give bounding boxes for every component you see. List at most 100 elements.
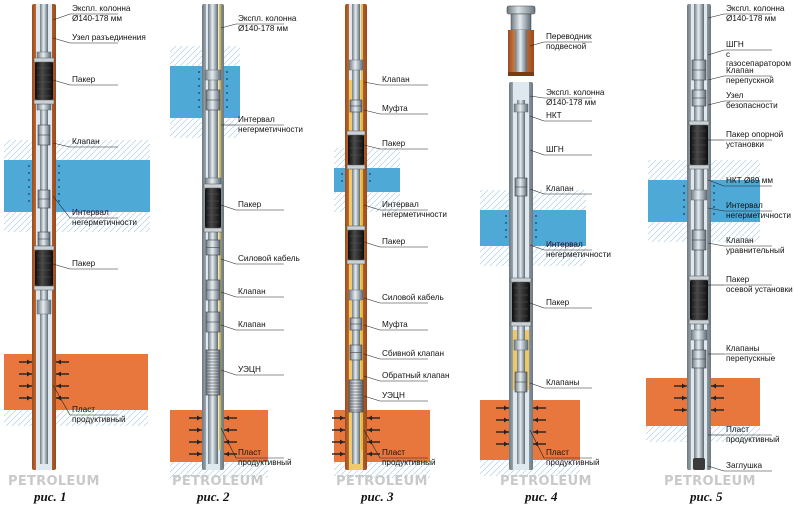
brand-logo-2: PETROLEUM — [172, 474, 264, 489]
leak-dot-2 — [226, 92, 228, 94]
inflow-arrow-head-5 — [712, 383, 716, 389]
coupling-1 — [36, 103, 52, 111]
callout-label-3-9: Обратный клапан — [382, 371, 450, 380]
leak-dot-3 — [341, 173, 343, 175]
packer-ring-bottom-5 — [688, 164, 710, 170]
callout-label-1-6: Пакер — [72, 259, 96, 268]
packer-ring-bottom-5 — [688, 319, 710, 325]
packer-1 — [35, 250, 53, 286]
inflow-arrow-head-3 — [340, 427, 344, 433]
packer-ring-top-1 — [33, 57, 55, 63]
leader-line-2-6 — [220, 324, 237, 331]
callout-label-5-8: Клапан уравнительный — [726, 236, 785, 255]
leak-dot-2 — [226, 71, 228, 73]
inflow-arrow-head-5 — [712, 407, 716, 413]
leader-line-5-4 — [707, 100, 725, 106]
leak-dot-3 — [369, 180, 371, 182]
callout-label-1-2: Узел разъединения — [72, 33, 146, 42]
callout-label-3-1: Клапан — [382, 75, 410, 84]
callout-label-3-11: Пласт продуктивный — [382, 448, 436, 467]
leader-line-5-8 — [707, 242, 725, 247]
leak-dot-1 — [58, 193, 60, 195]
leak-dot-1 — [58, 179, 60, 181]
leak-dot-2 — [226, 85, 228, 87]
leak-dot-3 — [369, 173, 371, 175]
leader-line-1-7 — [52, 384, 71, 416]
leader-line-4-2 — [529, 95, 545, 99]
callout-label-3-5: Пакер — [382, 237, 406, 246]
packer-ring-top-3 — [346, 225, 366, 231]
inflow-arrow-head-3 — [340, 415, 344, 421]
leader-line-4-5 — [529, 188, 545, 195]
callout-label-5-1: Экспл. колонна Ø140-178 мм — [726, 4, 785, 23]
brand-logo-1: PETROLEUM — [8, 474, 100, 489]
leader-line-1-2 — [52, 37, 71, 44]
leak-dot-5 — [683, 199, 685, 201]
leak-dot-5 — [713, 213, 715, 215]
leak-dot-5 — [713, 192, 715, 194]
callout-label-2-8: Пласт продуктивный — [238, 448, 292, 467]
hanger-sub-rim — [508, 72, 534, 76]
callout-label-2-6: Клапан — [238, 320, 266, 329]
leader-line-2-1 — [220, 23, 237, 29]
leak-dot-4 — [505, 222, 507, 224]
coupling-4 — [513, 103, 529, 113]
packer-ring-top-3 — [346, 130, 366, 136]
inflow-arrow-head-4 — [504, 429, 508, 435]
callout-label-3-2: Муфта — [382, 104, 408, 113]
callout-label-5-3: Клапан перепускной — [726, 66, 774, 85]
coupling-4 — [513, 339, 529, 351]
callout-label-4-6: Интервал негерметичности — [546, 240, 611, 259]
brand-logo-4: PETROLEUM — [500, 474, 592, 489]
inflow-arrow-head-1 — [27, 395, 31, 401]
figure-caption-5: рис. 5 — [690, 489, 723, 504]
leader-line-3-7 — [363, 324, 381, 331]
callout-label-4-7: Пакер — [546, 298, 570, 307]
leader-line-3-5 — [363, 241, 381, 248]
esp-pump-2 — [205, 349, 221, 396]
leader-line-4-7 — [529, 302, 545, 309]
leak-dot-4 — [535, 236, 537, 238]
callout-label-3-6: Силовой кабель — [382, 293, 444, 302]
leak-dot-5 — [683, 213, 685, 215]
well-2 — [189, 4, 237, 470]
leak-dot-5 — [713, 206, 715, 208]
callout-label-5-12: Заглушка — [726, 461, 763, 470]
inflow-arrow-head-5 — [682, 407, 686, 413]
packer-ring-top-1 — [33, 245, 55, 251]
inflow-arrow-head-3 — [368, 427, 372, 433]
callout-label-2-5: Клапан — [238, 287, 266, 296]
hanger-flange — [506, 5, 536, 15]
well-1 — [19, 4, 69, 470]
leader-line-2-4 — [220, 258, 237, 265]
leader-line-3-3 — [363, 144, 381, 150]
callout-label-5-10: Клапаны перепускные — [726, 344, 776, 363]
leak-dot-3 — [341, 180, 343, 182]
callout-label-5-4: Узел безопасности — [726, 91, 778, 110]
packer-ring-top-2 — [203, 183, 223, 189]
packer-ring-bottom-1 — [33, 99, 55, 105]
callout-label-5-7: Интервал негерметичности — [726, 201, 791, 220]
callout-label-4-2: Экспл. колонна Ø140-178 мм — [546, 88, 605, 107]
leak-dot-4 — [505, 236, 507, 238]
inflow-arrow-head-3 — [340, 439, 344, 445]
callout-label-4-4: ШГН — [546, 145, 564, 154]
leak-dot-4 — [505, 215, 507, 217]
callout-label-3-3: Пакер — [382, 139, 406, 148]
callout-label-5-6: НКТ Ø89 мм — [726, 176, 773, 185]
inflow-arrow-head-2 — [225, 451, 229, 457]
inflow-arrow-head-1 — [57, 371, 61, 377]
callout-label-4-5: Клапан — [546, 184, 574, 193]
leader-line-1-3 — [52, 79, 71, 86]
well-4 — [496, 5, 546, 470]
callout-label-5-9: Пакер осевой установки — [726, 275, 793, 294]
callout-label-1-7: Пласт продуктивный — [72, 405, 126, 424]
leak-dot-1 — [58, 200, 60, 202]
packer-1 — [35, 62, 53, 100]
leader-line-3-2 — [363, 109, 381, 115]
inflow-arrow-head-2 — [225, 427, 229, 433]
leak-dot-2 — [226, 99, 228, 101]
coupling-3 — [348, 59, 364, 71]
hanger-body — [510, 13, 532, 31]
